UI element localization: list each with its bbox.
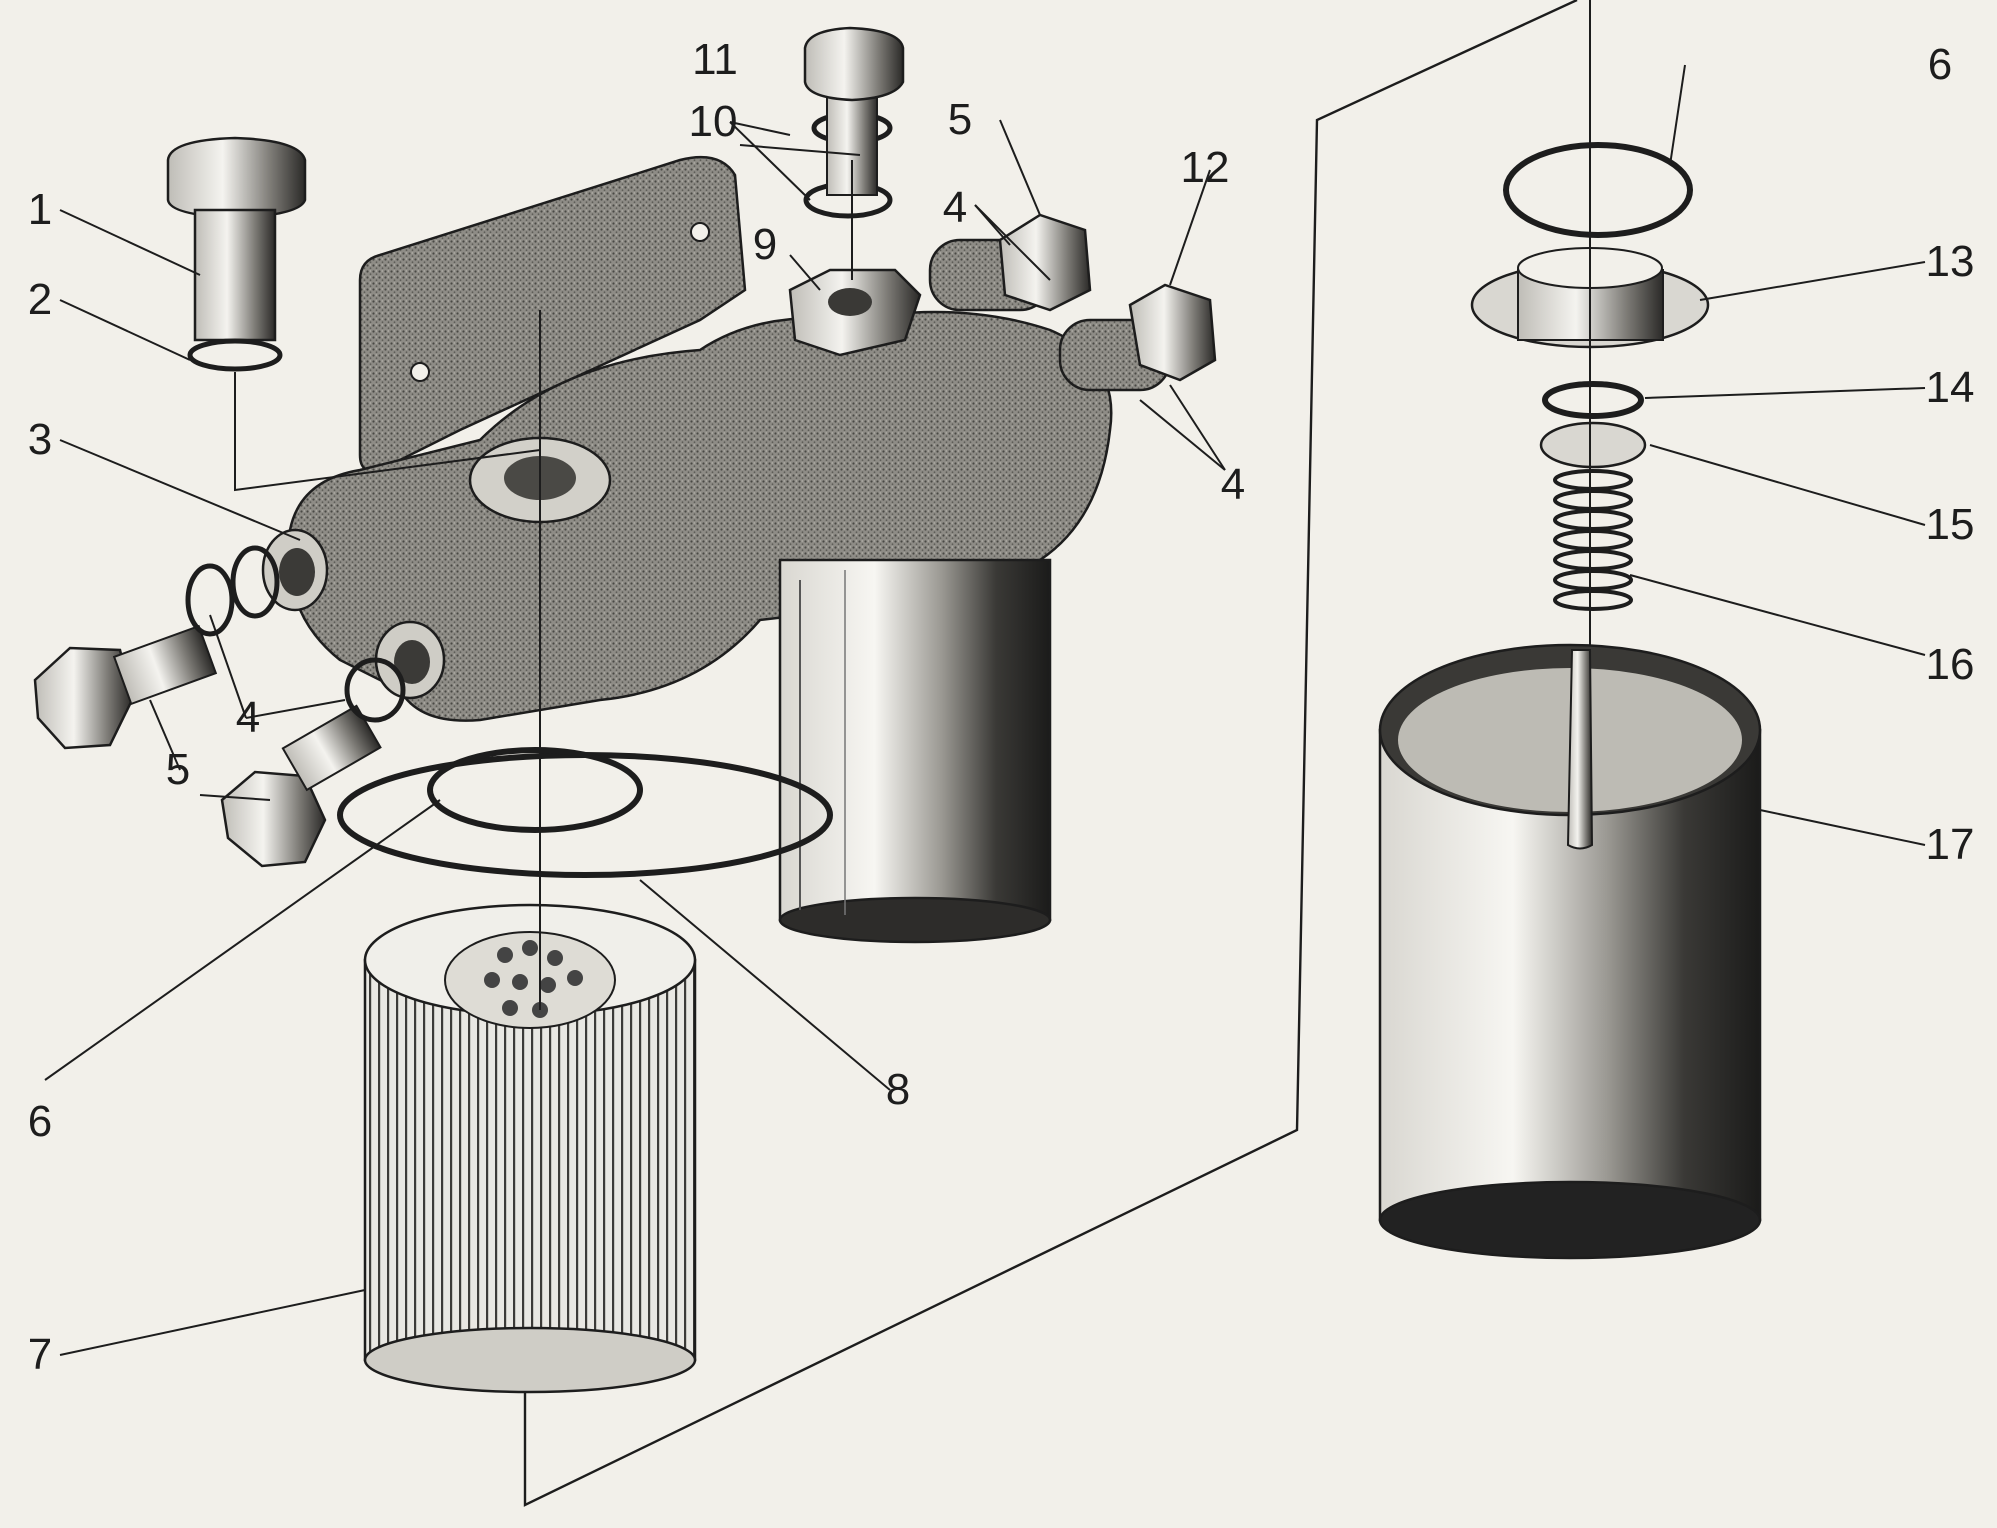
callout-5: 5 (947, 95, 973, 144)
collar-15 (1539, 421, 1647, 469)
ring-8 (337, 752, 833, 878)
bowl-right (778, 558, 1052, 944)
banjo-bolt-lower-thread (281, 704, 382, 792)
callout-15: 15 (1925, 500, 1975, 549)
filter-housing (261, 155, 1172, 722)
nut-5-top (998, 213, 1092, 312)
callout-17: 17 (1925, 820, 1975, 869)
callout-6: 6 (27, 1097, 53, 1146)
callout-2: 2 (27, 275, 53, 324)
divider-lines (523, 0, 1578, 1507)
leader-lines (44, 64, 1926, 1356)
banjo-bolt-left-thread (112, 624, 218, 706)
seal-14 (1542, 381, 1644, 419)
banjo-bolt-lower-head (220, 770, 327, 868)
nut-12 (1128, 283, 1217, 382)
bolt-11-head (803, 26, 905, 102)
callout-13: 13 (1925, 237, 1975, 286)
port-nuts (998, 213, 1217, 382)
callout-14: 14 (1925, 363, 1975, 412)
port-lower-bore (394, 640, 430, 684)
callout-8: 8 (885, 1065, 911, 1114)
bolt-1 (166, 136, 541, 492)
banjo-bolts (33, 545, 406, 868)
callout-4: 4 (942, 183, 968, 232)
washer-2 (187, 338, 283, 372)
callout-6: 6 (1927, 40, 1953, 89)
callout-12: 12 (1180, 143, 1230, 192)
callout-9: 9 (752, 220, 778, 269)
callout-7: 7 (27, 1330, 53, 1379)
ring-6-left (427, 747, 643, 833)
spring-16 (1553, 469, 1633, 611)
callout-4: 4 (235, 693, 261, 742)
washer-4-a (185, 563, 235, 637)
callout-1: 1 (27, 185, 53, 234)
callout-4: 4 (1220, 460, 1246, 509)
center-tube (1566, 649, 1594, 850)
callout-10: 10 (688, 97, 738, 146)
banjo-bolt-left-head (33, 646, 134, 750)
axis-lines (539, 160, 853, 1010)
filter-element (363, 903, 697, 1394)
ring-6-right (1503, 142, 1693, 238)
port-left-bore (279, 548, 315, 596)
callout-3: 3 (27, 415, 53, 464)
seal-rings (337, 747, 833, 878)
top-fittings (788, 26, 922, 357)
callout-16: 16 (1925, 640, 1975, 689)
washer-4-b (230, 545, 280, 619)
callout-11: 11 (692, 35, 738, 84)
nut-9-bore (828, 288, 872, 316)
flange-hole (690, 222, 710, 242)
callout-5: 5 (165, 745, 191, 794)
flange-hole (410, 362, 430, 382)
right-assembly (1378, 0, 1762, 1260)
housing-body (288, 310, 1113, 722)
washer-4-c (344, 657, 406, 723)
